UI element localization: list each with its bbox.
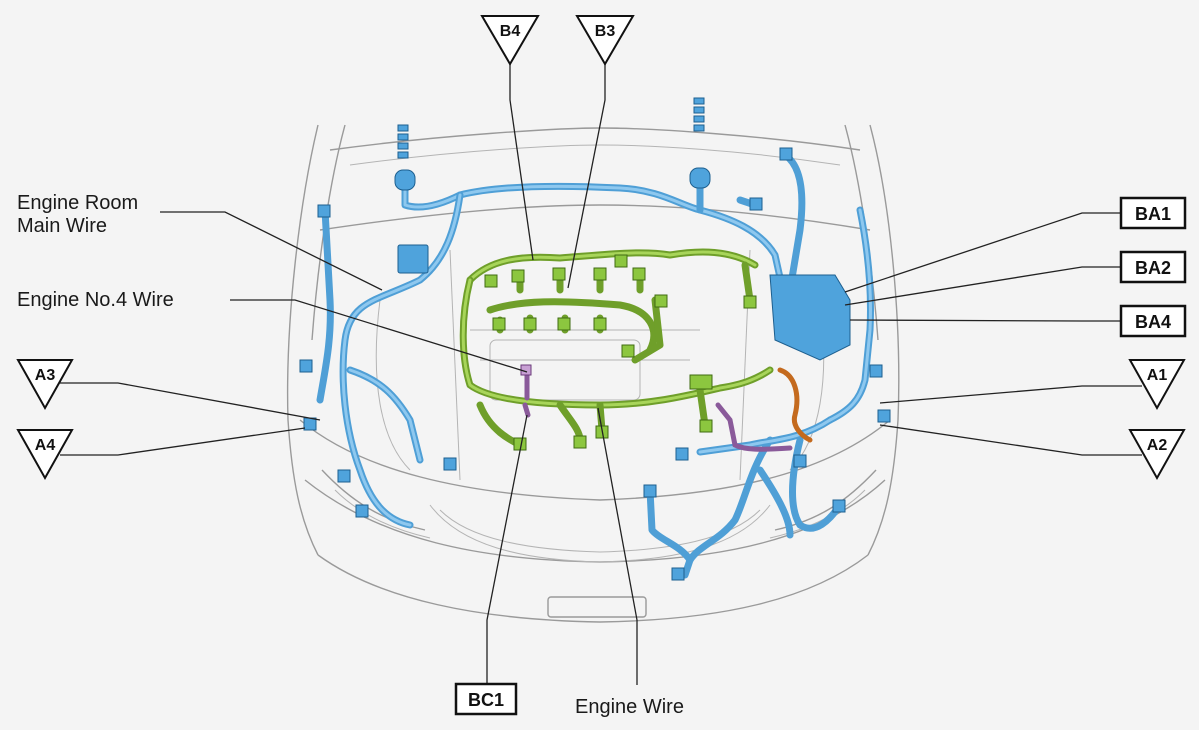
tag-a1-label: A1 [1147,367,1168,384]
tag-ba1-label: BA1 [1135,204,1171,224]
engine-wire-harness [459,248,774,451]
tag-b4-label: B4 [500,23,521,40]
tag-ba1[interactable]: BA1 [1119,196,1187,230]
tag-ba4-label: BA4 [1135,312,1171,332]
engine-room-main-wire-label-line2: Main Wire [17,215,107,237]
tag-bc1[interactable]: BC1 [454,682,518,716]
leader-lines [60,62,1142,685]
engine-no4-wire-harness [520,364,793,452]
tag-b3[interactable]: B3 [575,15,635,66]
car-body-outline [286,124,900,623]
engine-room-main-wire-label: Engine Room Main Wire [17,192,138,237]
tag-ba4[interactable]: BA4 [1119,304,1187,338]
accent-wire [777,367,813,443]
connector-stack-right [693,97,705,132]
engine-wire-label: Engine Wire [575,696,684,718]
tag-a3[interactable]: A3 [16,359,74,411]
tag-a4-label: A4 [35,437,56,454]
tag-ba2[interactable]: BA2 [1119,250,1187,284]
tag-a1[interactable]: A1 [1128,359,1186,411]
tag-ba2-label: BA2 [1135,258,1171,278]
engine-no4-wire-label: Engine No.4 Wire [17,289,174,311]
tag-a3-label: A3 [35,367,56,384]
tag-b3-label: B3 [595,23,616,40]
tag-a2-label: A2 [1147,437,1168,454]
tag-a2[interactable]: A2 [1128,429,1186,481]
engine-room-main-wire-label-line1: Engine Room [17,192,138,214]
tag-b4[interactable]: B4 [480,15,540,66]
connector-stack-left [397,124,409,159]
tag-bc1-label: BC1 [468,690,504,710]
engine-room-main-wire-harness [299,97,891,581]
tag-a4[interactable]: A4 [16,429,74,481]
